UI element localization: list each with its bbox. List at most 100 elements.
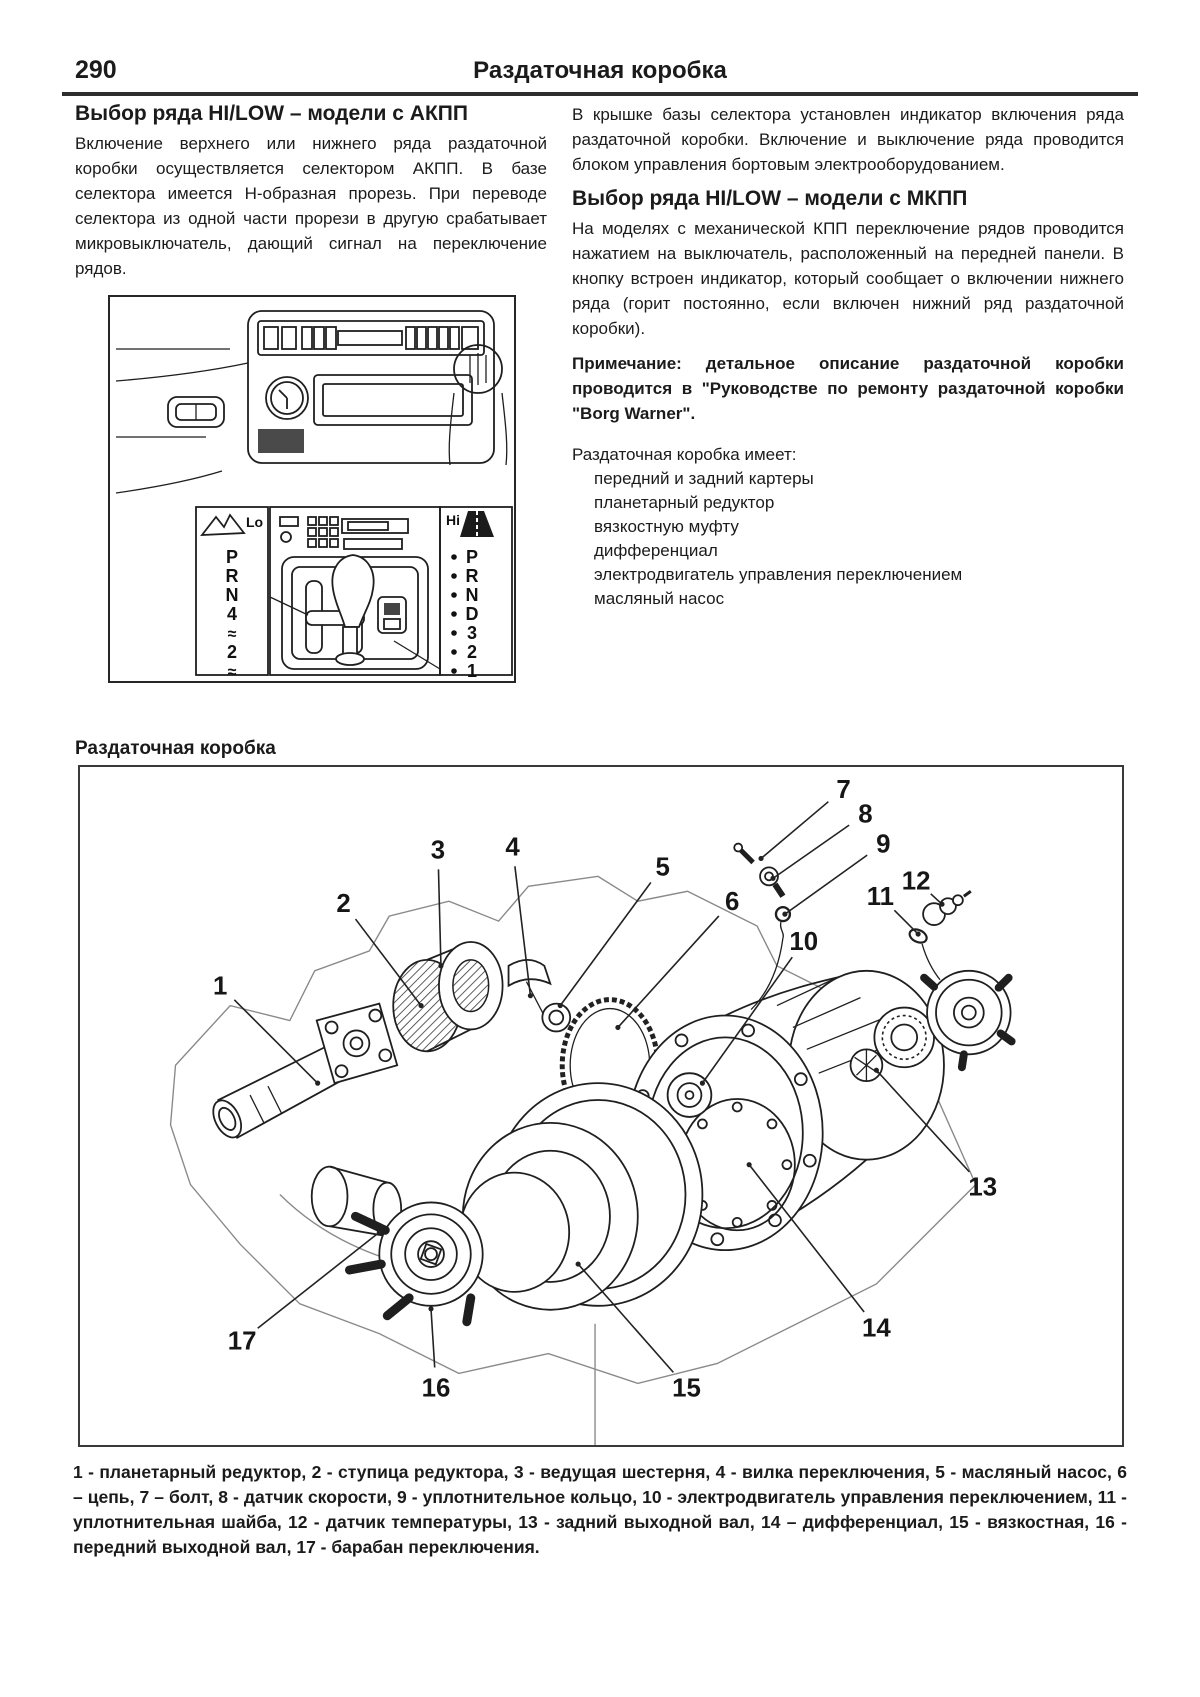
callout-dot-7 — [758, 855, 764, 862]
radio-unit — [313, 374, 473, 426]
hi-gear-dot-1 — [451, 573, 457, 579]
main-figure-title: Раздаточная коробка — [75, 738, 276, 759]
planetary-hub — [392, 941, 504, 1053]
sensors — [733, 842, 972, 1011]
lo-gear-2: N — [226, 585, 239, 605]
temp-sensor-12 — [922, 890, 972, 926]
front-output-hub — [345, 1201, 484, 1327]
callout-dot-10 — [699, 1080, 705, 1086]
hi-gear-dot-6 — [451, 668, 457, 674]
shift-lever — [331, 554, 375, 666]
callout-number-15: 15 — [672, 1374, 701, 1402]
dashboard-contours — [115, 348, 249, 494]
dashboard-switch — [167, 396, 225, 428]
callout-line-14 — [748, 1164, 865, 1313]
akpp-paragraph: Включение верхнего или нижнего ряда разд… — [75, 134, 547, 278]
note-paragraph: Примечание: детальное описание раздаточн… — [572, 354, 1124, 423]
viscous-coupling — [458, 1082, 704, 1311]
callout-number-12: 12 — [902, 867, 931, 895]
hi-label: Hi — [446, 512, 460, 528]
page-title: Раздаточная коробка — [473, 57, 727, 84]
callout-line-15 — [577, 1263, 674, 1373]
left-column: Выбор ряда HI/LOW – модели с АКПП Включе… — [75, 102, 547, 683]
callout-dot-13 — [873, 1067, 879, 1073]
lo-gear-5: 2 — [227, 642, 237, 662]
feature-item-0: передний и задний картеры — [594, 469, 814, 488]
rear-output — [849, 969, 1016, 1083]
callout-number-13: 13 — [968, 1173, 997, 1201]
features-intro: Раздаточная коробка имеет: — [572, 445, 797, 464]
hi-gear-dot-3 — [451, 611, 457, 617]
callout-number-10: 10 — [789, 928, 818, 956]
feature-item-3: дифференциал — [594, 541, 718, 560]
right-column: В крышке базы селектора установлен индик… — [572, 102, 1124, 611]
hi-gear-2: N — [466, 585, 479, 605]
page-header: 290 Раздаточная коробка — [75, 54, 1125, 88]
feature-item-1: планетарный редуктор — [594, 493, 775, 512]
callout-number-7: 7 — [836, 776, 850, 804]
feature-item-4: электродвигатель управления переключение… — [594, 565, 963, 584]
callout-line-1 — [233, 999, 319, 1084]
shift-fork-pump — [507, 958, 572, 1033]
callout-dot-3 — [438, 963, 444, 969]
callout-number-1: 1 — [213, 973, 227, 1001]
hi-gear-0: P — [466, 547, 478, 567]
callout-dot-12 — [939, 901, 945, 907]
selector-closeup-panel — [269, 506, 441, 676]
callout-number-9: 9 — [876, 830, 890, 858]
callout-dot-15 — [575, 1261, 581, 1267]
callout-line-17 — [257, 1231, 380, 1329]
hi-gear-4: 3 — [467, 623, 477, 643]
hi-gear-3: D — [466, 604, 479, 624]
callout-number-6: 6 — [725, 888, 739, 916]
o-ring-9 — [774, 905, 792, 939]
feature-item-2: вязкостную муфту — [594, 517, 739, 536]
bolt-7 — [733, 842, 755, 865]
callout-dot-4 — [527, 993, 534, 999]
callout-dot-6 — [615, 1024, 621, 1031]
callout-line-5 — [559, 881, 652, 1007]
callout-line-11 — [893, 909, 919, 935]
feature-item-5: масляный насос — [594, 589, 725, 608]
callout-number-11: 11 — [867, 883, 894, 911]
highway-icon — [460, 511, 494, 537]
hi-gear-dot-0 — [451, 554, 457, 560]
vent-grille — [258, 429, 304, 453]
callout-dot-14 — [746, 1162, 752, 1168]
callout-line-4 — [514, 866, 532, 996]
lo-gear-4: ≈ — [228, 626, 237, 643]
hi-gear-dot-5 — [451, 649, 457, 655]
callout-line-2 — [354, 918, 422, 1007]
callout-dot-5 — [557, 1003, 563, 1009]
shift-drum — [310, 1165, 403, 1238]
callout-number-16: 16 — [422, 1374, 451, 1402]
callout-line-7 — [760, 801, 829, 860]
hi-gear-5: 2 — [467, 642, 477, 662]
callout-dot-2 — [418, 1003, 424, 1009]
callout-line-16 — [430, 1308, 436, 1368]
callout-line-6 — [617, 915, 720, 1028]
lo-label: Lo — [246, 514, 263, 530]
clock-icon — [265, 376, 309, 420]
callout-dot-8 — [770, 875, 776, 881]
callout-dot-1 — [315, 1080, 321, 1086]
callout-number-14: 14 — [862, 1315, 891, 1343]
callout-number-4: 4 — [505, 833, 520, 861]
lo-gear-6: ≈ — [228, 664, 237, 681]
speed-sensor-8 — [759, 866, 786, 898]
callout-line-9 — [784, 854, 868, 915]
callout-line-13 — [875, 1069, 970, 1173]
callout-line-3 — [437, 869, 442, 966]
lo-gear-3: 4 — [227, 604, 237, 624]
features-list: передний и задний картеры планетарный ред… — [572, 467, 1124, 611]
